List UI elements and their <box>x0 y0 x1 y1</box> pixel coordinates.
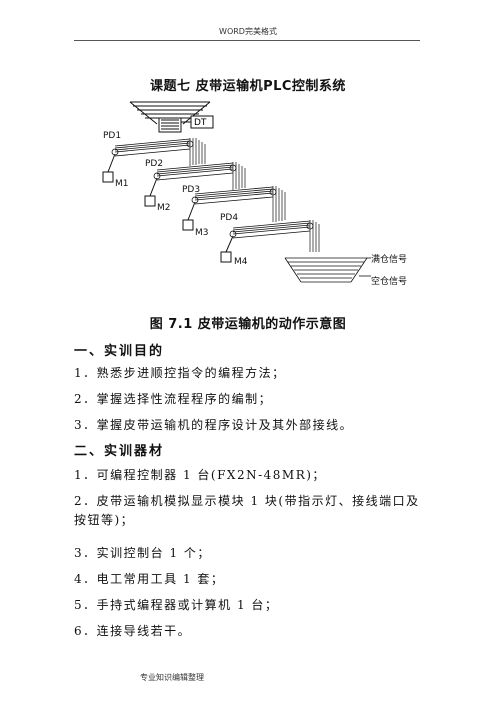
page-title: 课题七 皮带运输机PLC控制系统 <box>150 79 346 94</box>
belt-4 <box>229 220 314 239</box>
motors <box>102 153 234 263</box>
list-item: 2．掌握选择性流程程序的编制； <box>74 392 273 406</box>
dt-label: DT <box>194 118 207 128</box>
conveyor-diagram: DT <box>95 94 425 294</box>
material-flow <box>189 138 320 252</box>
empty-signal-label: 空仓信号 <box>371 275 407 287</box>
belt-1 <box>111 138 194 157</box>
m2-label: M2 <box>157 203 171 213</box>
list-item: 3．实训控制台 1 个； <box>74 546 211 560</box>
belt-2 <box>153 162 237 181</box>
list-item: 1．可编程控制器 1 台(FX2N-48MR)； <box>74 468 326 482</box>
silo <box>284 257 371 283</box>
page-footer: 专业知识编辑整理 <box>140 673 204 682</box>
figure-caption: 图 7.1 皮带运输机的动作示意图 <box>149 317 347 332</box>
belt-3 <box>191 186 277 205</box>
list-item: 3．掌握皮带运输机的程序设计及其外部接线。 <box>74 418 354 432</box>
pd4-label: PD4 <box>220 213 238 223</box>
m1-label: M1 <box>115 179 129 189</box>
list-item: 2．皮带运输机模拟显示模块 1 块(带指示灯、接线端口及按钮等)； <box>74 494 420 527</box>
pd1-label: PD1 <box>103 131 121 141</box>
list-item: 6．连接导线若干。 <box>74 624 192 638</box>
pd3-label: PD3 <box>182 185 200 195</box>
hopper <box>129 101 214 133</box>
list-item: 5．手持式编程器或计算机 1 台； <box>74 598 279 612</box>
m3-label: M3 <box>195 228 209 238</box>
pd2-label: PD2 <box>145 159 163 169</box>
section-heading-equipment: 二、实训器材 <box>74 444 165 459</box>
header-rule <box>74 40 420 41</box>
list-item: 4．电工常用工具 1 套； <box>74 572 225 586</box>
m4-label: M4 <box>234 257 248 267</box>
list-item: 1．熟悉步进顺控指令的编程方法； <box>74 366 286 380</box>
section-heading-purpose: 一、实训目的 <box>74 344 165 359</box>
page-header: WORD完美格式 <box>219 27 277 36</box>
full-signal-label: 满仓信号 <box>371 253 407 265</box>
conveyor-diagram-svg: DT <box>102 101 407 287</box>
